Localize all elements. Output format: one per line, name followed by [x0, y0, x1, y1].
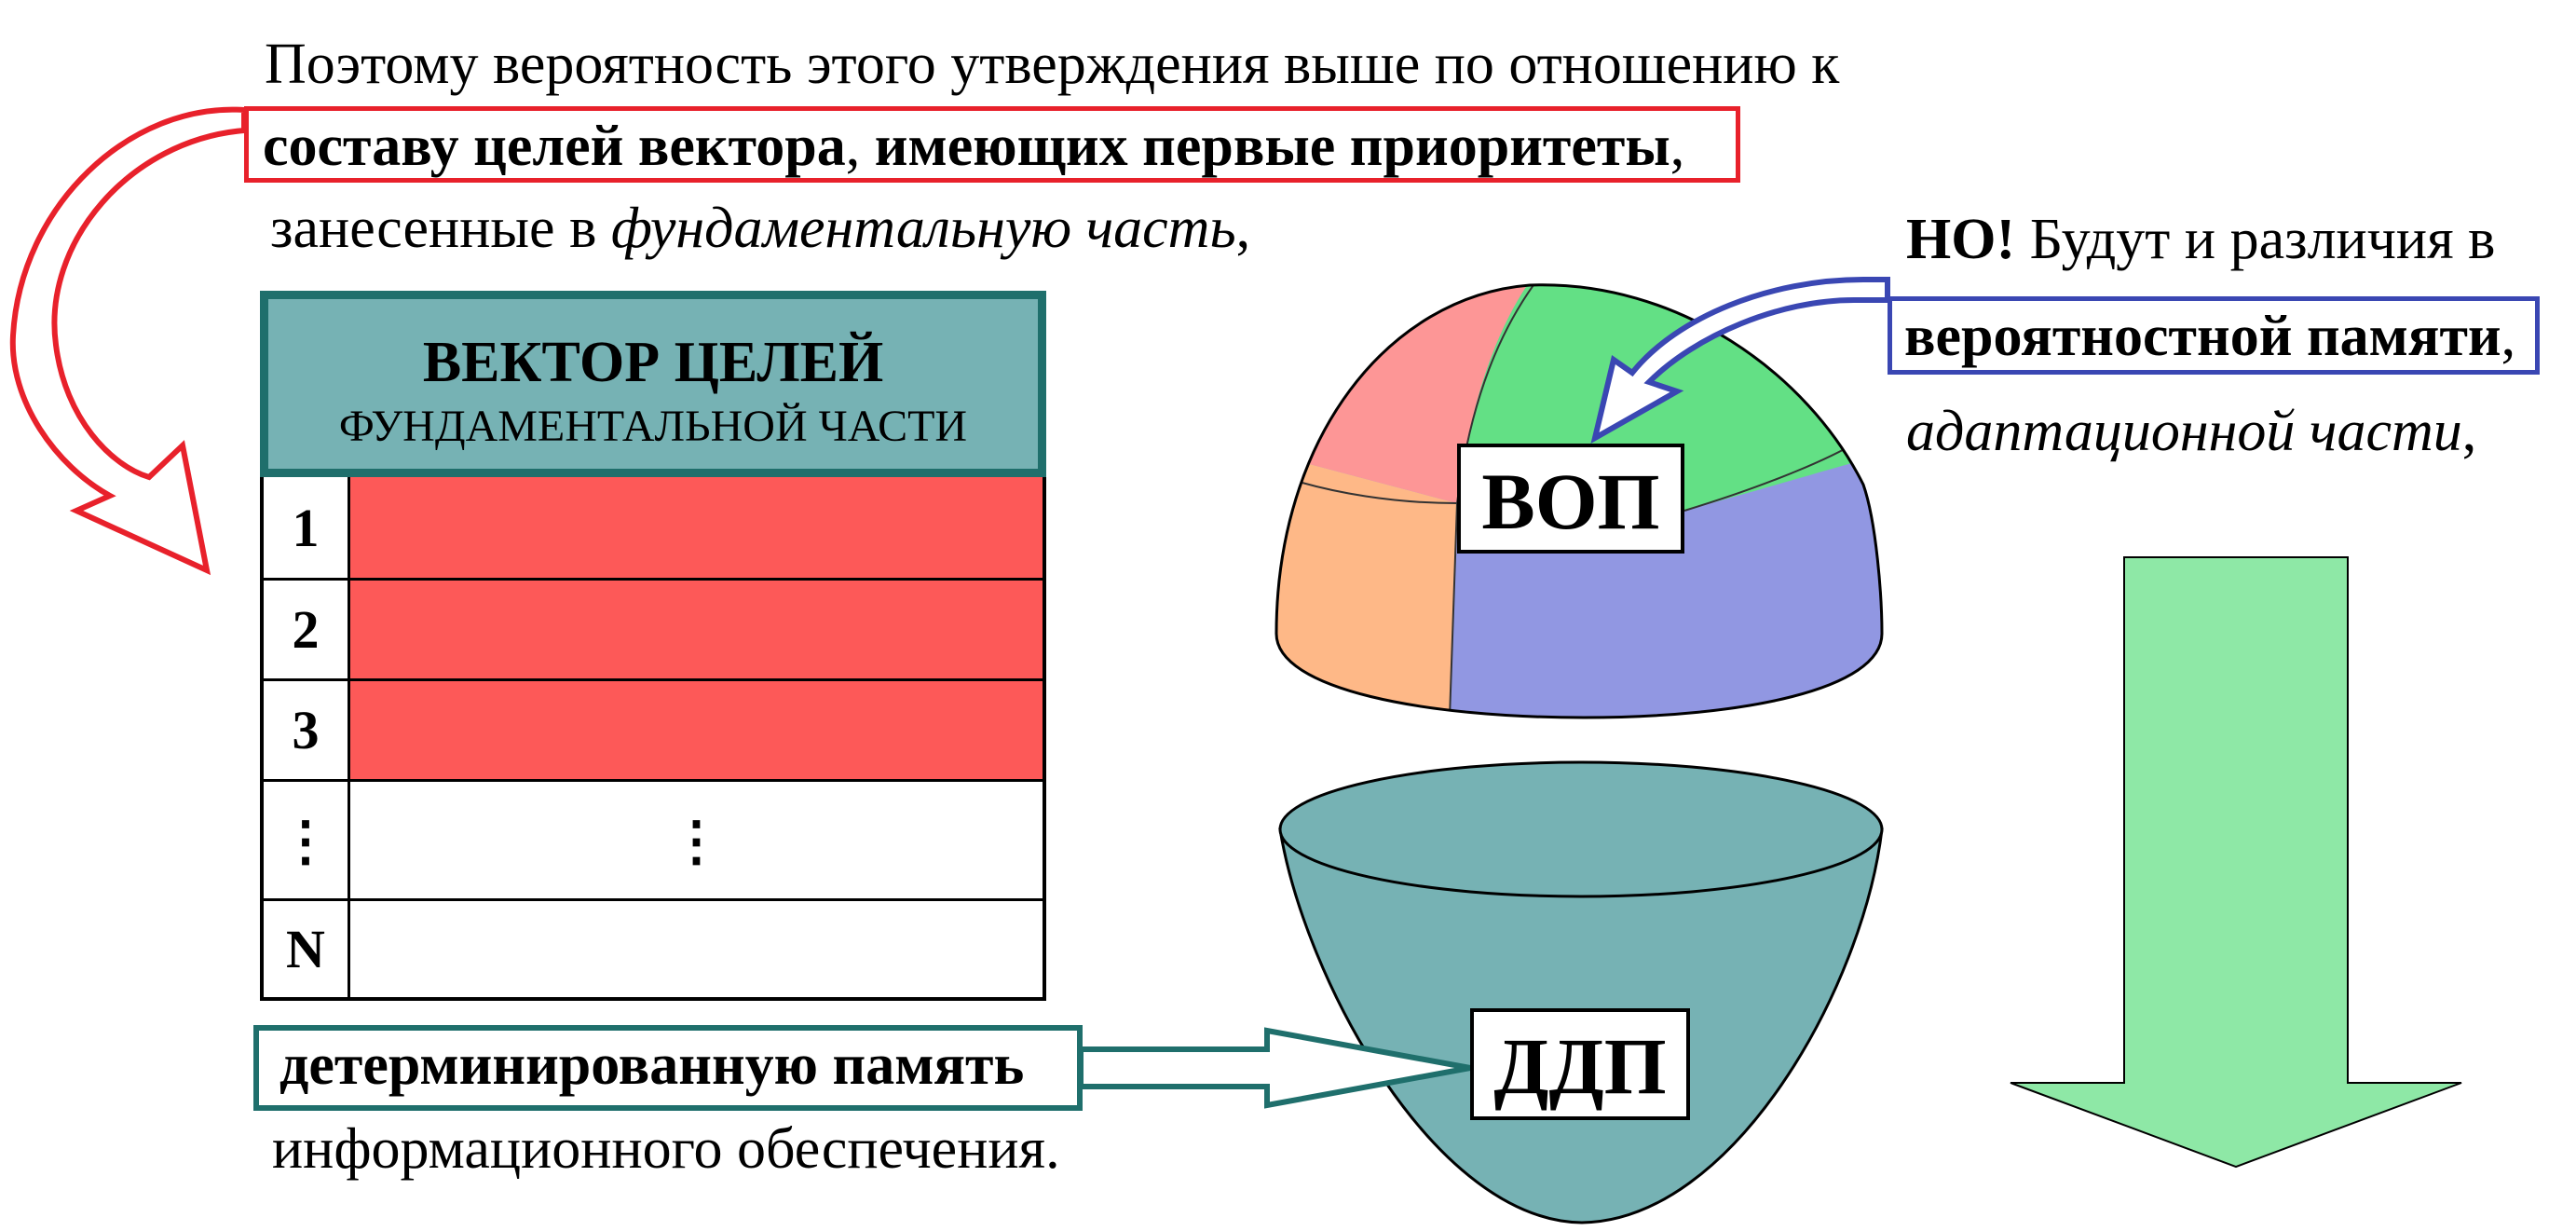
goal-row-cell: [350, 901, 1043, 997]
goal-row: 3: [264, 678, 1043, 779]
intro-line-1: Поэтому вероятность этого утверждения вы…: [265, 33, 1840, 96]
probabilistic-memory-highlight-frame: [1888, 296, 2540, 375]
blue-curved-arrow: [1590, 277, 1890, 445]
intro-line-2: составу целей вектора, имеющих первые пр…: [263, 117, 1684, 175]
green-down-arrow: [2010, 556, 2462, 1169]
teal-arrow: [1078, 1027, 1471, 1109]
right-probabilistic-memory: вероятностной памяти: [1904, 305, 2501, 368]
right-line-3-comma: ,: [2461, 400, 2477, 463]
right-line-1: НО! Будут и различия в: [1906, 211, 2495, 268]
deterministic-memory-text: детерминированную память: [279, 1033, 1025, 1097]
goal-row-cell: ⋮: [669, 810, 724, 871]
right-adaptive-part: адаптационной части: [1906, 400, 2462, 463]
deterministic-memory-frame: [253, 1025, 1083, 1111]
vop-label: ВОП: [1457, 444, 1684, 554]
goal-vector-table: ВЕКТОР ЦЕЛЕЙ ФУНДАМЕНТАЛЬНОЙ ЧАСТИ 1 2 3…: [260, 291, 1046, 1001]
intro-comma: ,: [1670, 115, 1685, 178]
intro-bold-vector-goals: составу целей вектора: [263, 115, 846, 178]
intro-line-3: занесенные в фундаментальную часть,: [270, 199, 1250, 257]
red-curved-arrow: [9, 106, 247, 576]
goal-row-number: 3: [264, 681, 350, 779]
goal-row-cell: [350, 681, 1043, 779]
ddp-label: ДДП: [1470, 1008, 1690, 1120]
goal-row-number: ⋮: [264, 782, 350, 898]
goal-row-cell: [350, 477, 1043, 578]
goal-vector-header: ВЕКТОР ЦЕЛЕЙ ФУНДАМЕНТАЛЬНОЙ ЧАСТИ: [260, 291, 1046, 477]
goal-row: N: [264, 898, 1043, 997]
intro-entered-in: занесенные в: [270, 197, 611, 260]
segment-orange: [1276, 438, 1457, 718]
goal-row: 2: [264, 578, 1043, 678]
goal-row: 1: [264, 477, 1043, 578]
intro-bold-first-priorities: имеющих первые приоритеты: [874, 115, 1670, 178]
goal-row-cell: [350, 581, 1043, 678]
information-support-text: информационного обеспечения.: [272, 1117, 1060, 1181]
lower-hemisphere-rim: [1278, 760, 1884, 898]
goal-row-number: 1: [264, 477, 350, 578]
goal-vector-rows: 1 2 3 ⋮ ⋮ N: [260, 477, 1046, 1001]
right-but-word: НО!: [1906, 208, 2016, 271]
lower-hemisphere: [1278, 760, 1884, 1224]
goal-row-number: N: [264, 901, 350, 997]
intro-fundamental-part: фундаментальную часть: [610, 197, 1236, 260]
right-line-3: адаптационной части,: [1906, 403, 2476, 460]
goal-vector-title: ВЕКТОР ЦЕЛЕЙ: [422, 331, 884, 394]
intro-separator: ,: [845, 115, 875, 178]
intro-line-3-comma: ,: [1235, 197, 1251, 260]
right-line-2-comma: ,: [2501, 305, 2516, 368]
goal-row: ⋮ ⋮: [264, 779, 1043, 898]
goal-row-number: 2: [264, 581, 350, 678]
goal-vector-subtitle: ФУНДАМЕНТАЛЬНОЙ ЧАСТИ: [338, 402, 968, 451]
goal-composition-highlight-frame: [244, 106, 1740, 183]
right-line-2: вероятностной памяти,: [1904, 308, 2515, 365]
right-differences-text: Будут и различия в: [2015, 208, 2496, 271]
